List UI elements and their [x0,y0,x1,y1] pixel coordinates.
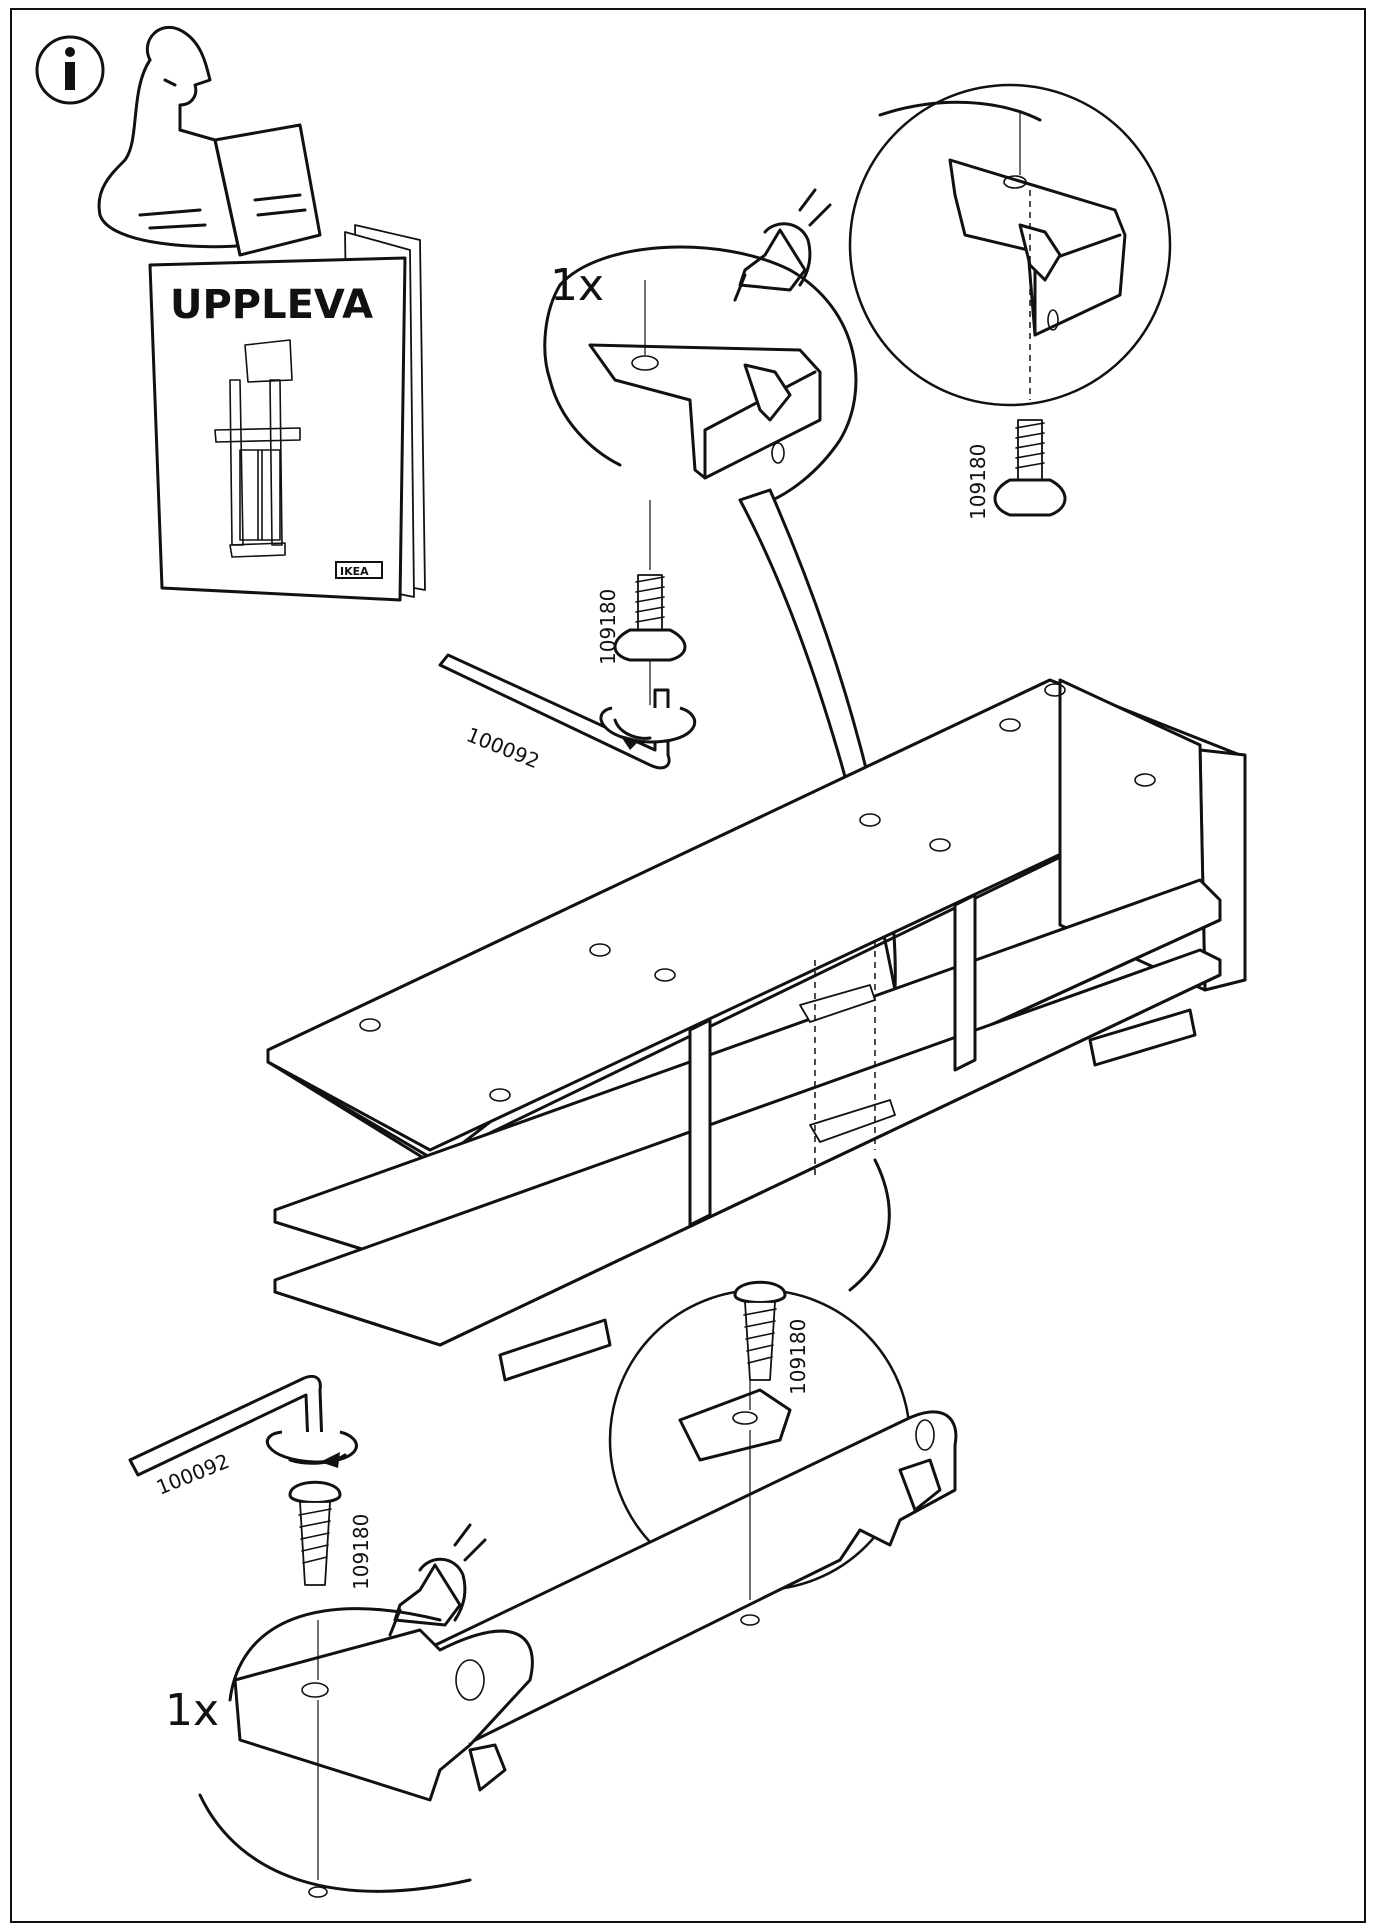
top-right-callout [848,83,1172,407]
screw-bottom-center [733,1280,787,1381]
allen-key-top-label: 100092 [463,722,543,773]
screw-top-left [613,500,687,705]
screw-top-right [993,419,1067,517]
person-reading-icon [97,25,322,257]
hand-pointing-icon [733,188,832,302]
allen-key-top [438,653,697,770]
screw-bottom-center-label: 109180 [786,1319,810,1395]
top-quantity-label: 1x [550,260,604,311]
screw-bottom-left [288,1480,342,1586]
screw-bottom-left-label: 109180 [349,1514,373,1590]
info-icon [35,35,105,105]
manual-booklet: UPPLEVA IKEA [148,224,426,602]
bottom-quantity-label: 1x [165,1685,219,1736]
bottom-left-callout [198,1607,534,1898]
hand-pointing-icon [388,1523,487,1637]
page-frame [10,8,1366,1923]
ikea-logo: IKEA [340,565,369,578]
top-left-callout [543,245,858,507]
screw-top-right-label: 109180 [966,444,990,520]
screw-top-left-label: 109180 [596,589,620,665]
tv-bench-cabinet [266,678,1247,1382]
booklet-title: UPPLEVA [170,282,373,328]
bottom-right-callout [423,1158,958,1747]
allen-key-bottom [128,1374,358,1477]
